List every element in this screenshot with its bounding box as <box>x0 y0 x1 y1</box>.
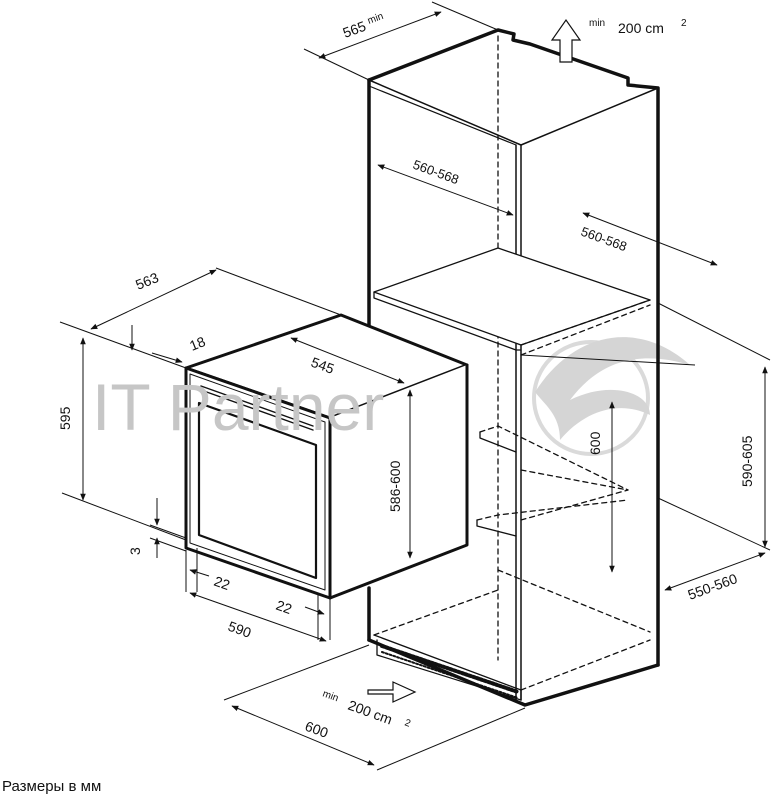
dim-niche-height-inner: 600 <box>587 431 603 455</box>
dim-niche-depth-bottom: 550-560 <box>686 570 740 603</box>
dim-oven-body-height: 586-600 <box>387 460 403 512</box>
dim-front-gap: 3 <box>127 547 143 555</box>
watermark-logo <box>532 337 690 456</box>
caption-units: Размеры в мм <box>2 778 102 795</box>
dimension-lines <box>59 1 771 771</box>
watermark-text: IT Partner <box>92 370 384 444</box>
cabinet <box>367 28 660 707</box>
vent-top-sup: 2 <box>681 18 687 29</box>
vent-bottom-min: min <box>321 688 340 704</box>
dim-front-overlap-right: 22 <box>274 597 294 617</box>
vent-arrow-bottom <box>367 681 417 703</box>
vent-top-min: min <box>589 18 605 29</box>
dim-front-thickness: 18 <box>187 333 208 354</box>
dim-front-overlap-left: 22 <box>212 573 232 593</box>
vent-top-value: 200 cm <box>618 20 664 36</box>
dim-niche-width-top: 560-568 <box>411 157 461 187</box>
dim-oven-height: 595 <box>57 406 73 430</box>
dim-oven-width: 590 <box>226 618 254 641</box>
dim-cabinet-width: 600 <box>303 718 331 741</box>
dim-oven-depth: 563 <box>133 269 161 293</box>
vent-bottom-sup: 2 <box>403 717 412 729</box>
vent-arrow-top <box>550 18 582 63</box>
dim-cabinet-depth-min: 565 min <box>341 11 387 41</box>
dim-oven-body-width: 545 <box>309 354 337 377</box>
vent-bottom-value: 200 cm <box>346 697 395 728</box>
dim-niche-height-right: 590-605 <box>739 435 755 487</box>
